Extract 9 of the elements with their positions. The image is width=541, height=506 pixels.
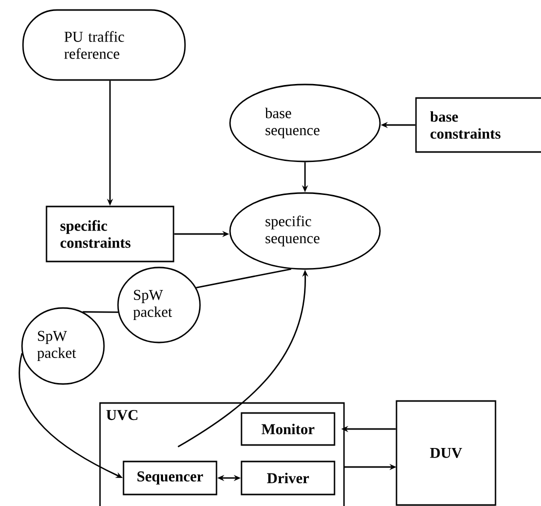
component-box: Sequencer xyxy=(122,460,218,496)
constraint-box: specific constraints xyxy=(46,206,174,262)
ellipse-node: specific sequence xyxy=(229,192,381,270)
rounded-box: PU traffic reference xyxy=(22,9,186,81)
device-box: DUV xyxy=(396,400,496,506)
component-box: Driver xyxy=(240,460,336,496)
component-box: Monitor xyxy=(240,412,336,446)
ellipse-node: base sequence xyxy=(229,84,381,162)
constraint-box: base constraints xyxy=(415,97,541,153)
